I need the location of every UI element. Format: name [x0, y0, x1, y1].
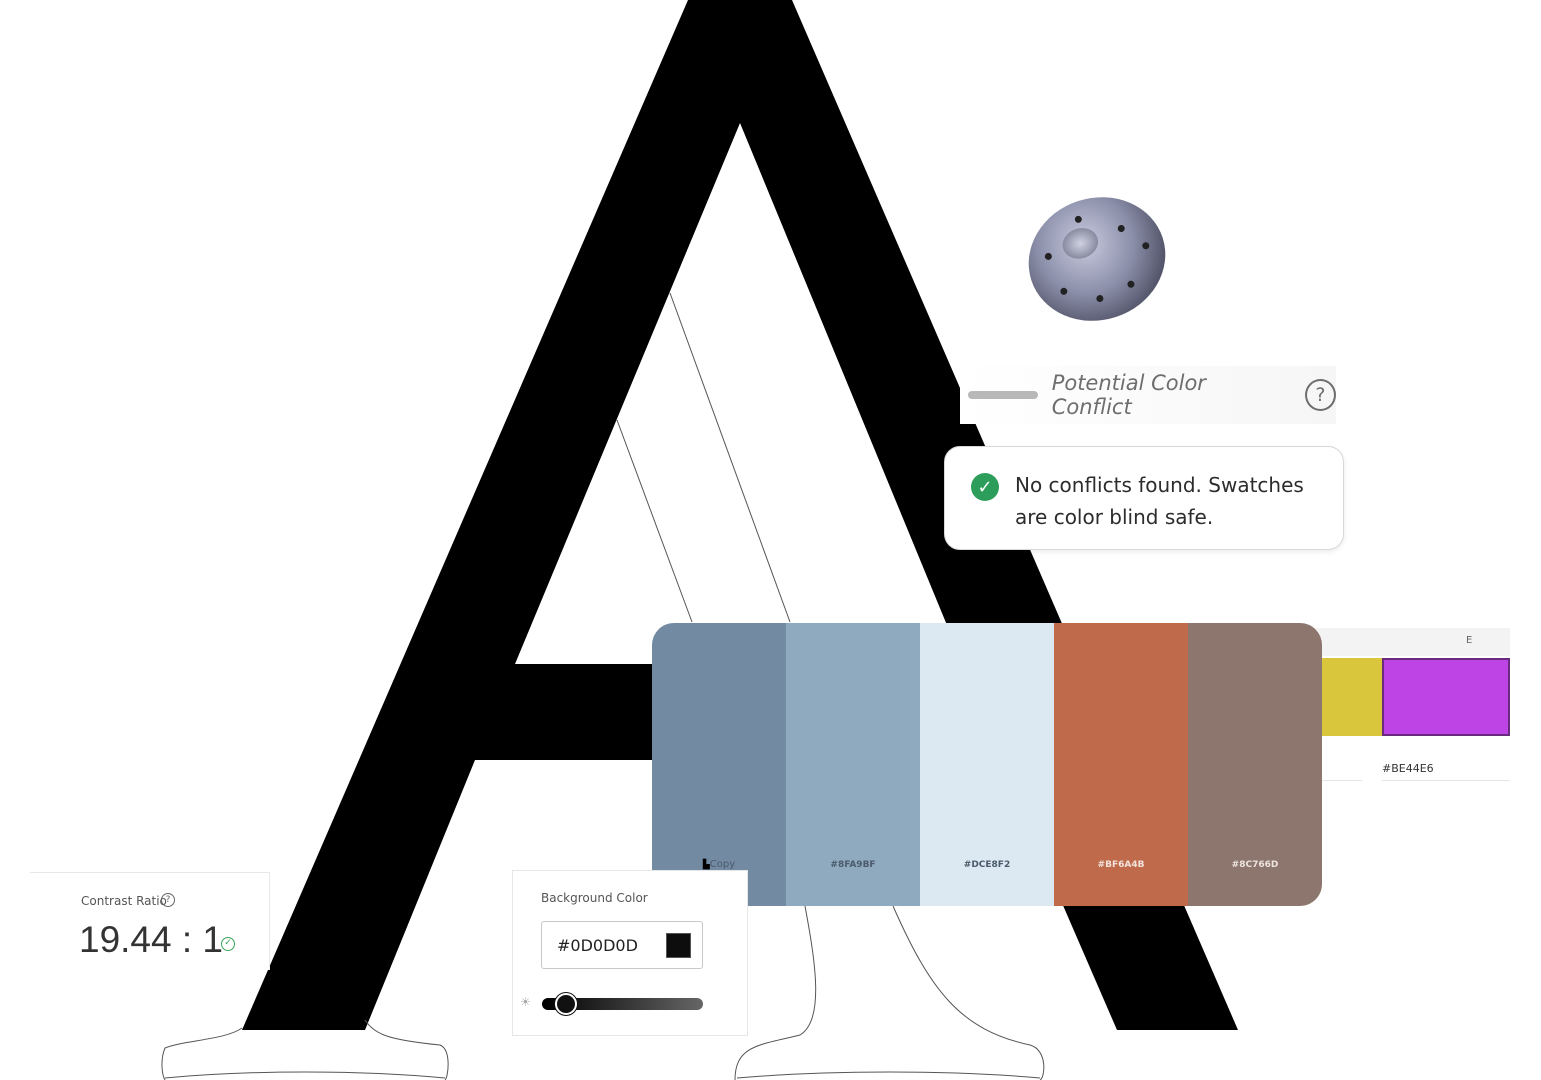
slider-thumb[interactable]: [555, 993, 578, 1015]
background-color-input[interactable]: #0D0D0D: [541, 921, 703, 969]
swatch-hex: #BE44E6: [1382, 762, 1434, 775]
column-header: E: [1466, 635, 1473, 646]
copy-icon: ▙: [702, 860, 710, 870]
background-color-card: Background Color #0D0D0D ☀: [512, 870, 748, 1036]
contrast-label: Contrast Ratio: [81, 894, 167, 908]
contrast-value: 19.44 : 1: [79, 919, 224, 960]
hex-value: #0D0D0D: [557, 936, 638, 955]
copy-button[interactable]: Copy: [709, 859, 736, 870]
swatch-hex-label: #8FA9BF: [830, 860, 876, 870]
swatch[interactable]: #DCE8F2: [920, 623, 1054, 906]
background-color-label: Background Color: [541, 891, 648, 905]
help-icon[interactable]: ?: [161, 893, 175, 907]
background-palette: E #BE44E6: [1300, 628, 1510, 781]
swatch-purple[interactable]: [1382, 658, 1510, 736]
swatch-hex-label: #DCE8F2: [963, 860, 1011, 870]
conflict-indicator-bar: [968, 391, 1038, 399]
contrast-ratio-card: Contrast Ratio ? 19.44 : 1 ✓: [30, 872, 270, 970]
color-preview[interactable]: [666, 933, 691, 958]
brightness-slider[interactable]: [542, 993, 703, 1015]
status-card: ✓ No conflicts found. Swatches are color…: [944, 446, 1344, 550]
swatch[interactable]: #8C766D: [1188, 623, 1322, 906]
color-swatches: ▙ Copy #8FA9BF #DCE8F2 #BF6A4B #8C766D: [652, 623, 1322, 906]
conflict-title: Potential Color Conflict: [1051, 371, 1206, 419]
swatch[interactable]: #8FA9BF: [786, 623, 920, 906]
swatch[interactable]: ▙ Copy: [652, 623, 786, 906]
check-circle-icon: ✓: [971, 473, 999, 501]
brightness-icon: ☀: [520, 995, 531, 1009]
swatch-hex-label: #BF6A4B: [1097, 860, 1145, 870]
help-icon[interactable]: ?: [1304, 379, 1336, 411]
swatch[interactable]: #BF6A4B: [1054, 623, 1188, 906]
color-conflict-header: Potential Color Conflict ?: [960, 366, 1336, 424]
status-message: No conflicts found. Swatches are color b…: [1015, 473, 1304, 529]
swatch-hex-label: #8C766D: [1231, 860, 1279, 870]
check-icon: ✓: [221, 937, 235, 951]
